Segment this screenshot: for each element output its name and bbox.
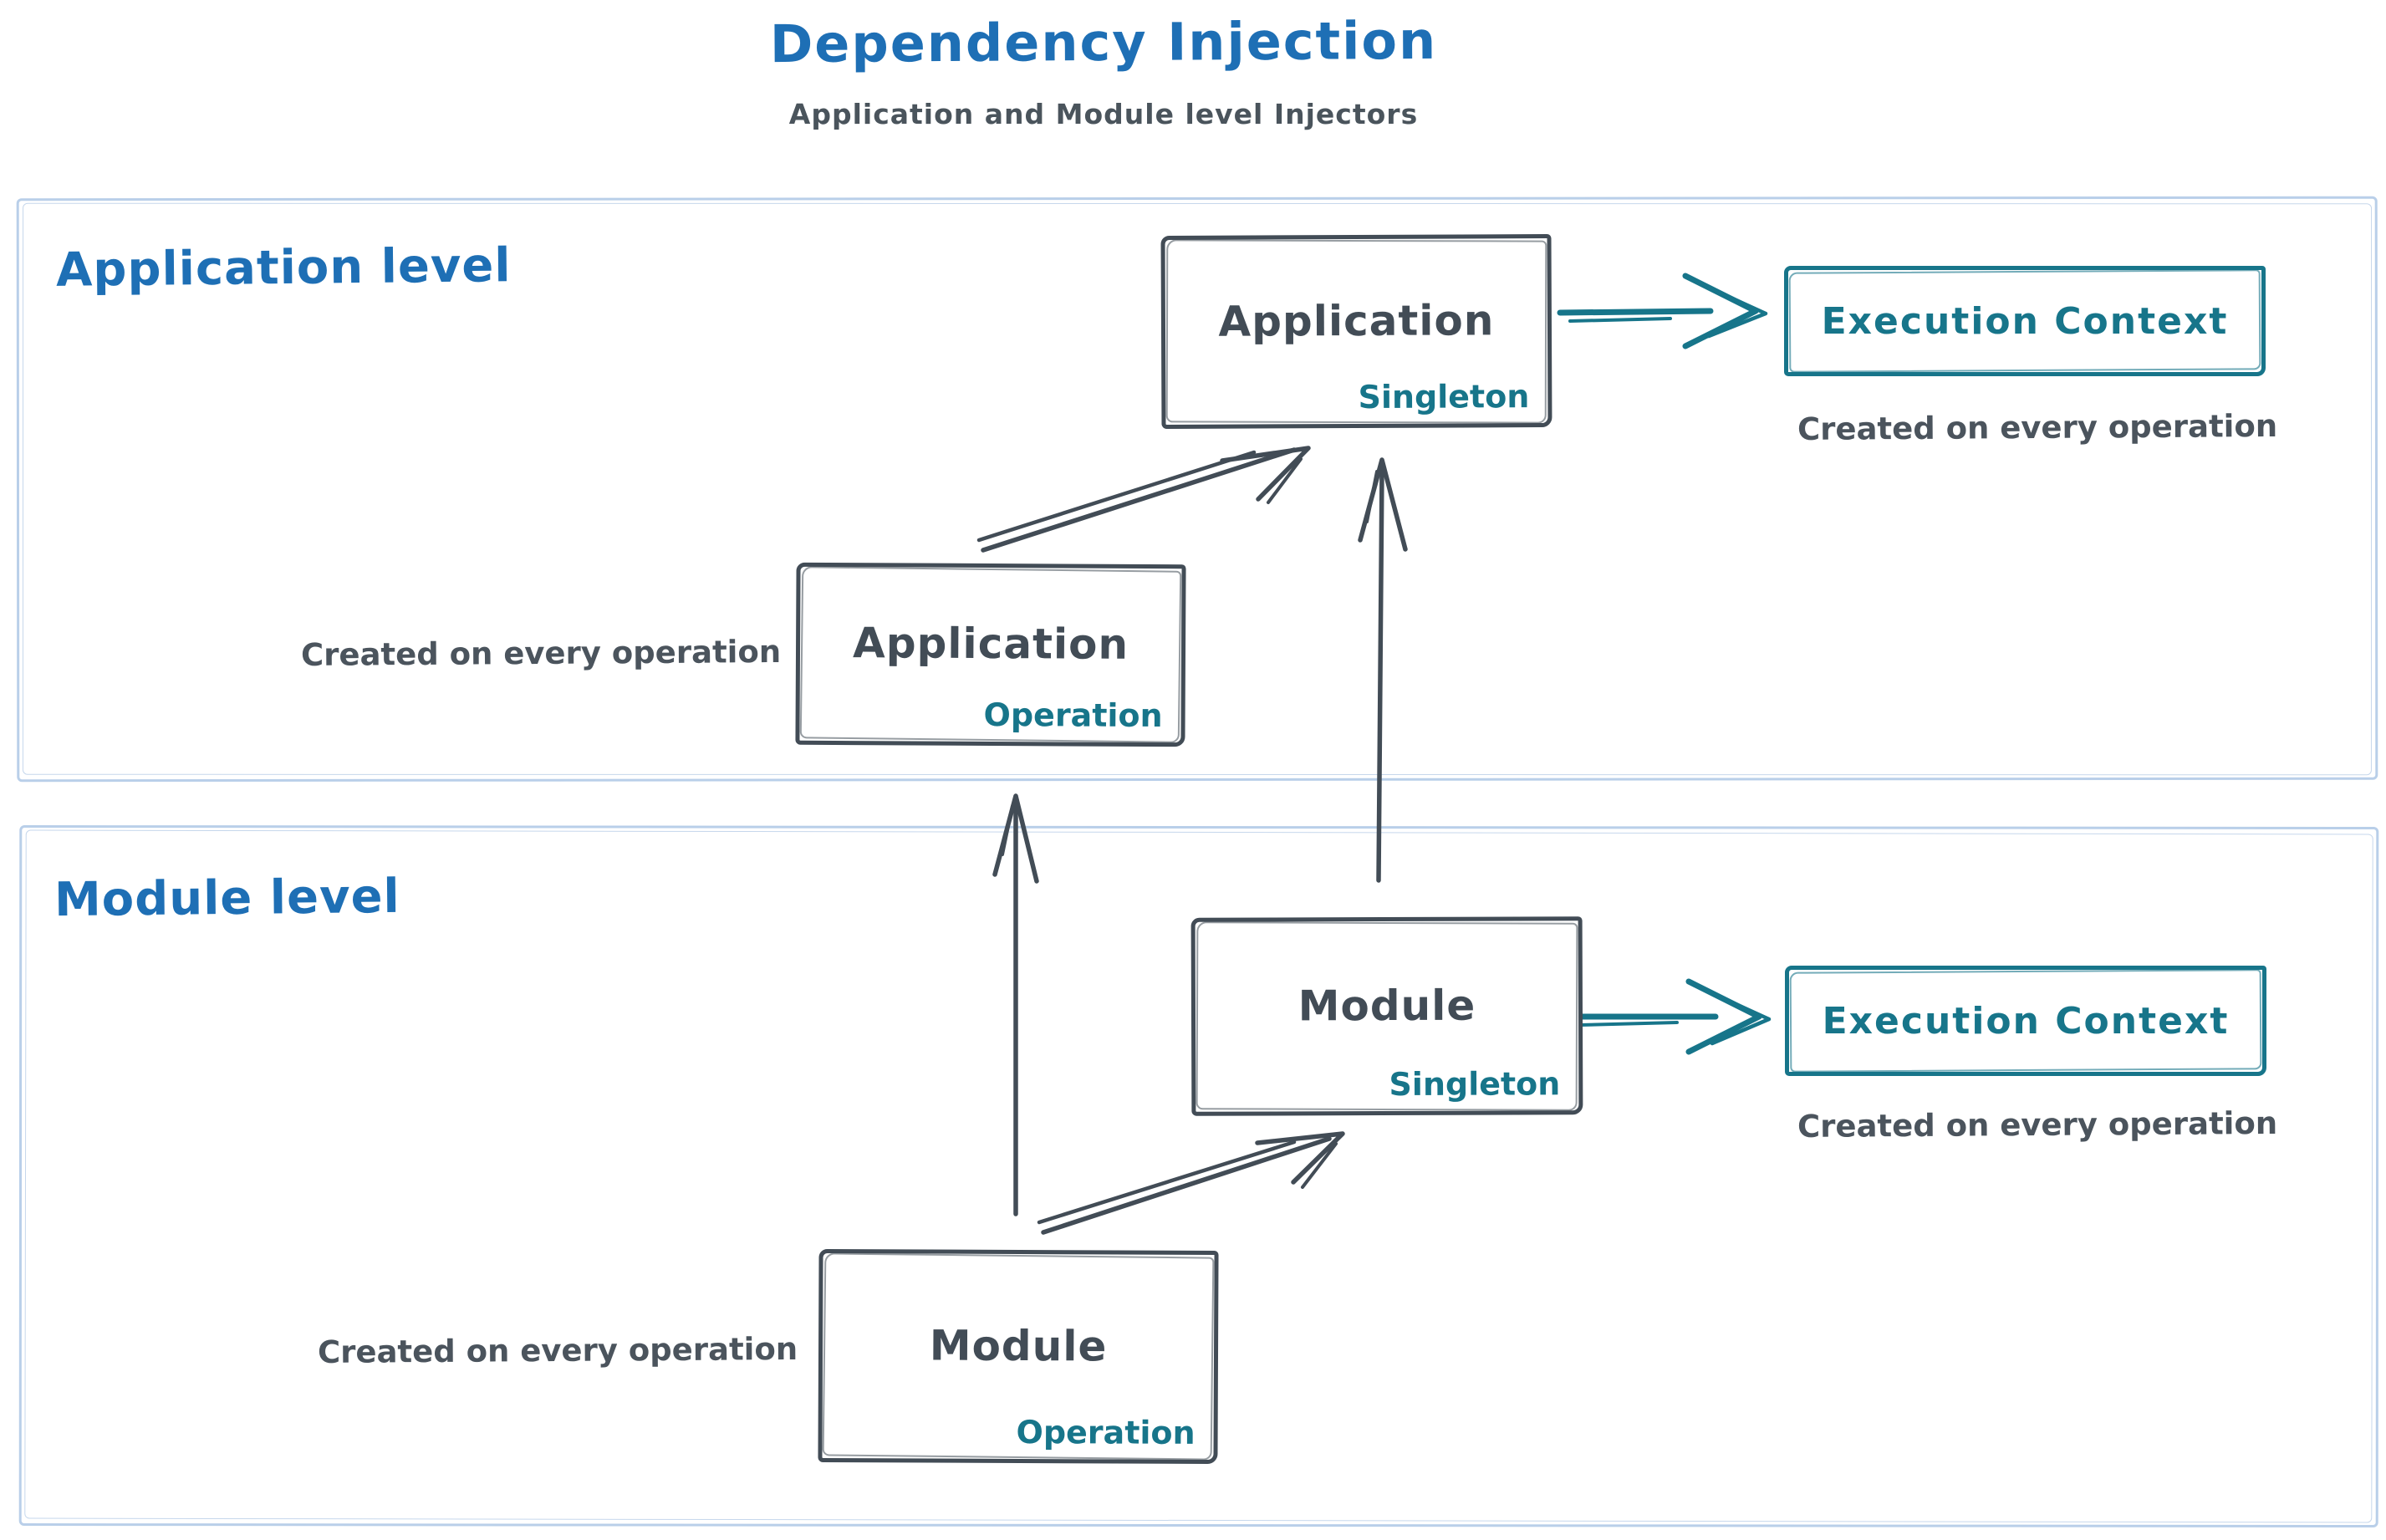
- diagram-header: Dependency Injection Application and Mod…: [669, 9, 1538, 130]
- execution-context-caption-module: Created on every operation: [1797, 1104, 2278, 1145]
- module-singleton-name: Module: [1298, 981, 1476, 1030]
- execution-context-label: Execution Context: [1821, 299, 2229, 343]
- operation-caption-module: Created on every operation: [317, 1330, 798, 1370]
- module-operation-scope: Operation: [1016, 1413, 1196, 1451]
- execution-context-label: Execution Context: [1822, 999, 2230, 1043]
- module-operation-box: Module Operation: [818, 1248, 1219, 1465]
- module-operation-name: Module: [929, 1321, 1108, 1370]
- execution-context-caption-application: Created on every operation: [1797, 407, 2278, 447]
- page-subtitle: Application and Module level Injectors: [788, 98, 1419, 130]
- module-singleton-box: Module Singleton: [1190, 916, 1583, 1116]
- execution-context-box-application: Execution Context: [1784, 266, 2266, 376]
- application-singleton-name: Application: [1218, 295, 1495, 346]
- application-operation-scope: Operation: [983, 696, 1163, 735]
- application-level-label: Application level: [55, 238, 512, 298]
- module-level-label: Module level: [54, 869, 401, 928]
- page-title: Dependency Injection: [769, 9, 1438, 75]
- operation-caption-application: Created on every operation: [300, 633, 782, 673]
- application-operation-name: Application: [852, 619, 1129, 669]
- application-operation-box: Application Operation: [795, 562, 1186, 747]
- application-singleton-box: Application Singleton: [1160, 233, 1552, 430]
- application-singleton-scope: Singleton: [1358, 378, 1530, 416]
- execution-context-box-module: Execution Context: [1785, 966, 2266, 1076]
- module-singleton-scope: Singleton: [1389, 1065, 1561, 1103]
